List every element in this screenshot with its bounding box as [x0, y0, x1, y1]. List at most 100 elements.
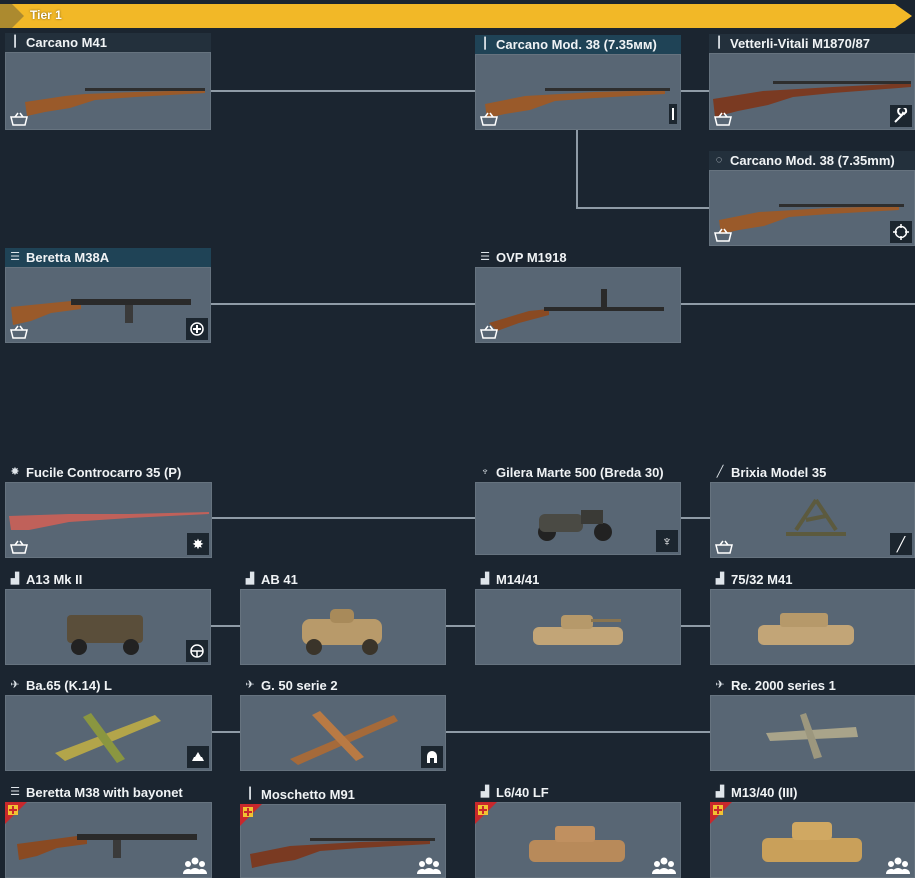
- card-ab41[interactable]: ▟ AB 41: [240, 570, 446, 665]
- card-title-bar: ☰ OVP M1918: [475, 248, 681, 267]
- card-name: Beretta M38 with bayonet: [26, 785, 183, 800]
- tier-label: Tier 1: [30, 8, 62, 22]
- card-title-bar: ♆ Gilera Marte 500 (Breda 30): [475, 463, 681, 482]
- magazine-icon: ☰: [10, 786, 20, 798]
- card-name: A13 Mk II: [26, 572, 83, 587]
- weapon-image: [5, 802, 212, 878]
- tier-banner: Tier 1: [0, 4, 915, 28]
- card-title-bar: ▟ M13/40 (III): [710, 783, 915, 802]
- mortar-icon[interactable]: ╱: [890, 533, 912, 555]
- card-title-bar: ┃ Moschetto M91: [240, 785, 446, 804]
- card-beretta-m38a[interactable]: ☰ Beretta M38A: [5, 248, 211, 343]
- card-l6-40-lf[interactable]: ▟ L6/40 LF: [475, 783, 681, 878]
- bomber-icon[interactable]: [187, 746, 209, 768]
- shop-basket-icon: [480, 325, 498, 339]
- card-name: Carcano M41: [26, 35, 107, 50]
- card-title-bar: ✈ Re. 2000 series 1: [710, 676, 915, 695]
- squad-icon: [886, 857, 910, 874]
- premium-flag-icon: [475, 802, 497, 824]
- weapon-image: [709, 53, 915, 130]
- upgrade-marker-icon: [669, 104, 677, 124]
- plus-circle-icon[interactable]: [186, 318, 208, 340]
- wrench-icon[interactable]: [890, 105, 912, 127]
- magazine-icon: ☰: [480, 251, 490, 263]
- card-carcano-mod38-b[interactable]: ◌ Carcano Mod. 38 (7.35mm): [709, 151, 915, 246]
- shop-basket-icon: [10, 325, 28, 339]
- card-beretta-m38-bayonet[interactable]: ☰ Beretta M38 with bayonet: [5, 783, 212, 878]
- vehicle-image: [475, 802, 681, 878]
- card-name: Gilera Marte 500 (Breda 30): [496, 465, 664, 480]
- card-ovp-m1918[interactable]: ☰ OVP M1918: [475, 248, 681, 343]
- card-title-bar: ▟ L6/40 LF: [475, 783, 681, 802]
- magazine-icon: ☰: [10, 251, 20, 263]
- card-title-bar: ☰ Beretta M38A: [5, 248, 211, 267]
- crosshair-icon: ◌: [715, 154, 723, 166]
- card-carcano-m41[interactable]: ┃ Carcano M41: [5, 33, 211, 130]
- plane-icon: ✈: [715, 679, 725, 691]
- rifle-icon: ┃: [481, 38, 489, 50]
- weapon-image: ╱: [710, 482, 915, 558]
- card-m14-41[interactable]: ▟ M14/41: [475, 570, 681, 665]
- tank-icon: ▟: [245, 573, 255, 585]
- shop-basket-icon: [10, 540, 28, 554]
- card-title-bar: ▟ 75/32 M41: [710, 570, 915, 589]
- tank-icon: ▟: [480, 573, 490, 585]
- card-fucile-controcarro[interactable]: ✸ Fucile Controcarro 35 (P) ✸: [5, 463, 212, 558]
- aircraft-image: [710, 695, 915, 771]
- card-name: Fucile Controcarro 35 (P): [26, 465, 182, 480]
- card-g50[interactable]: ✈ G. 50 serie 2: [240, 676, 446, 771]
- card-75-32-m41[interactable]: ▟ 75/32 M41: [710, 570, 915, 665]
- weapon-image: [709, 170, 915, 246]
- plane-icon: ✈: [245, 679, 255, 691]
- card-title-bar: ▟ M14/41: [475, 570, 681, 589]
- card-re2000[interactable]: ✈ Re. 2000 series 1: [710, 676, 915, 771]
- card-name: AB 41: [261, 572, 298, 587]
- vehicle-image: [710, 802, 915, 878]
- card-title-bar: ☰ Beretta M38 with bayonet: [5, 783, 212, 802]
- vehicle-image: [240, 589, 446, 665]
- rifle-icon: ┃: [246, 788, 254, 800]
- vehicle-image: [5, 589, 211, 665]
- weapon-image: [240, 804, 446, 878]
- squad-icon: [183, 857, 207, 874]
- shop-basket-icon: [714, 112, 732, 126]
- card-title-bar: ▟ A13 Mk II: [5, 570, 211, 589]
- motorcycle-gunner-icon[interactable]: ♆: [656, 530, 678, 552]
- pilot-helmet-icon[interactable]: [421, 746, 443, 768]
- card-gilera-marte[interactable]: ♆ Gilera Marte 500 (Breda 30) ♆: [475, 463, 681, 555]
- premium-flag-icon: [240, 804, 262, 826]
- explosion-icon: ✸: [10, 466, 20, 478]
- vehicle-image: [475, 589, 681, 665]
- crosshair-icon[interactable]: [890, 221, 912, 243]
- card-name: Beretta M38A: [26, 250, 110, 265]
- steering-wheel-icon[interactable]: [186, 640, 208, 662]
- card-a13-mk2[interactable]: ▟ A13 Mk II: [5, 570, 211, 665]
- shop-basket-icon: [10, 112, 28, 126]
- premium-flag-icon: [710, 802, 732, 824]
- card-name: M13/40 (III): [731, 785, 798, 800]
- card-name: Carcano Mod. 38 (7.35мм): [496, 37, 657, 52]
- squad-icon: [652, 857, 676, 874]
- tank-icon: ▟: [715, 573, 725, 585]
- card-title-bar: ▟ AB 41: [240, 570, 446, 589]
- weapon-image: [475, 267, 681, 343]
- weapon-image: [5, 267, 211, 343]
- card-ba65[interactable]: ✈ Ba.65 (K.14) L: [5, 676, 212, 771]
- shop-basket-icon: [714, 228, 732, 242]
- vehicle-image: ♆: [475, 482, 681, 555]
- card-name: Vetterli-Vitali M1870/87: [730, 36, 870, 51]
- card-m13-40-iii[interactable]: ▟ M13/40 (III): [710, 783, 915, 878]
- card-name: M14/41: [496, 572, 540, 587]
- card-brixia[interactable]: ╱ Brixia Model 35 ╱: [710, 463, 915, 558]
- card-name: Re. 2000 series 1: [731, 678, 836, 693]
- card-name: Moschetto M91: [261, 787, 355, 802]
- card-vetterli[interactable]: ┃ Vetterli-Vitali M1870/87: [709, 34, 915, 130]
- tank-icon: ▟: [10, 573, 20, 585]
- card-carcano-mod38-a[interactable]: ┃ Carcano Mod. 38 (7.35мм): [475, 35, 681, 130]
- weapon-image: [475, 54, 681, 130]
- explosion-icon[interactable]: ✸: [187, 533, 209, 555]
- card-moschetto-m91[interactable]: ┃ Moschetto M91: [240, 785, 446, 878]
- card-name: Ba.65 (K.14) L: [26, 678, 112, 693]
- weapon-image: ✸: [5, 482, 212, 558]
